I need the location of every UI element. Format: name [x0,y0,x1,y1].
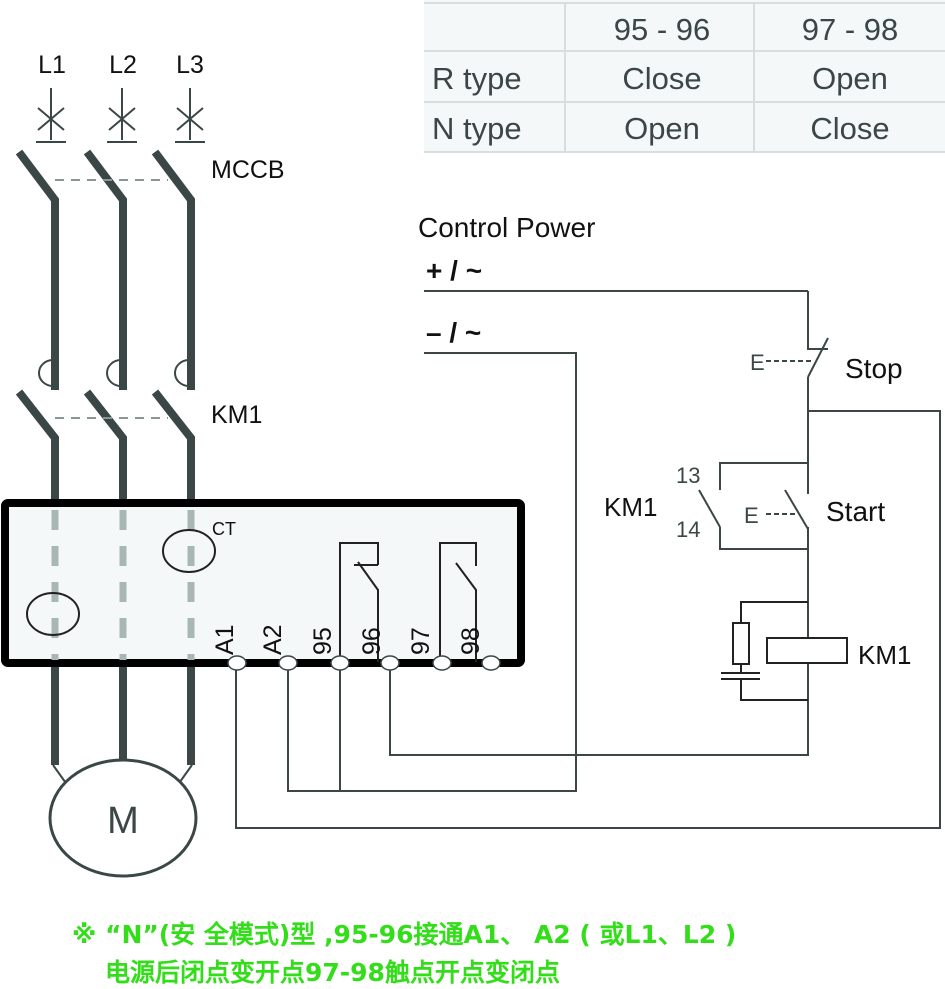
phase-label-l3: L3 [176,51,204,79]
mccb-poles [15,149,195,390]
terminal-label-a2: A2 [259,624,287,655]
km1-aux-contact-icon [698,489,721,528]
table-row-n-type: N type [432,111,522,146]
terminal-a2-icon [278,655,298,671]
contact-table: 95 - 96 97 - 98 R type Close Open N type… [424,0,945,153]
stop-button-icon[interactable]: E [750,337,829,378]
thermal-hook-icons [38,359,190,387]
motor-icon [48,758,198,878]
stop-label: Stop [845,353,903,384]
terminal-label-95: 95 [309,627,337,655]
terminal-x-icon [107,88,137,143]
ct-icon [26,592,80,636]
table-cell: Close [810,111,889,146]
table-cell: Open [624,111,700,146]
minus-label: – / ~ [426,317,481,348]
note-line-2: 电源后闭点变开点97-98触点开点变闭点 [105,958,560,987]
terminal-96-icon [380,655,400,671]
table-cell: Close [622,61,701,96]
terminal-symbols [36,88,205,143]
terminal-95-icon [330,655,350,671]
terminal-x-icon [175,88,205,143]
km1-coil [721,601,848,701]
motor-label: M [107,800,139,842]
terminal-98-icon [481,655,501,671]
terminal-label-96: 96 [358,627,386,655]
terminal-label-97: 97 [407,627,435,655]
terminal-label-a1: A1 [211,624,239,655]
terminal-circles [227,655,501,671]
note-line-1: ※ “N”(安 全模式)型 ,95-96接通A1、 A2 ( 或L1、L2 ) [72,920,737,949]
table-row-r-type: R type [432,61,522,96]
km1-aux-label: KM1 [604,492,657,522]
contact-97-98-icon [439,542,477,662]
contact-95-96-icon [339,542,379,662]
table-cell: Open [812,61,888,96]
ct-icon [162,529,216,573]
start-e-label: E [744,503,759,528]
terminal-label-98: 98 [457,627,485,655]
plus-label: + / ~ [426,255,482,286]
motor-leads [51,667,195,775]
terminal-x-icon [36,88,66,143]
coil-label: KM1 [858,640,911,670]
table-header-97-98: 97 - 98 [802,12,899,47]
coil-icon [766,637,848,664]
start-button-icon[interactable]: E [744,489,809,530]
rc-snubber-icon [721,601,808,701]
start-label: Start [826,496,885,527]
phase-label-l2: L2 [109,51,137,79]
km1-main-label: KM1 [211,401,262,429]
control-wiring [235,290,941,829]
table-header-95-96: 95 - 96 [614,12,711,47]
control-power-label: Control Power [418,212,595,243]
aux-14-label: 14 [676,517,700,542]
phase-label-l1: L1 [38,51,66,79]
protection-relay: CT A1 A2 95 96 97 98 [1,499,525,667]
aux-13-label: 13 [676,463,700,488]
mccb-label: MCCB [211,156,285,184]
terminal-97-icon [432,655,452,671]
km1-main-contacts [15,389,195,505]
stop-e-label: E [750,350,765,375]
ct-label: CT [212,519,236,539]
terminal-a1-icon [227,655,247,671]
